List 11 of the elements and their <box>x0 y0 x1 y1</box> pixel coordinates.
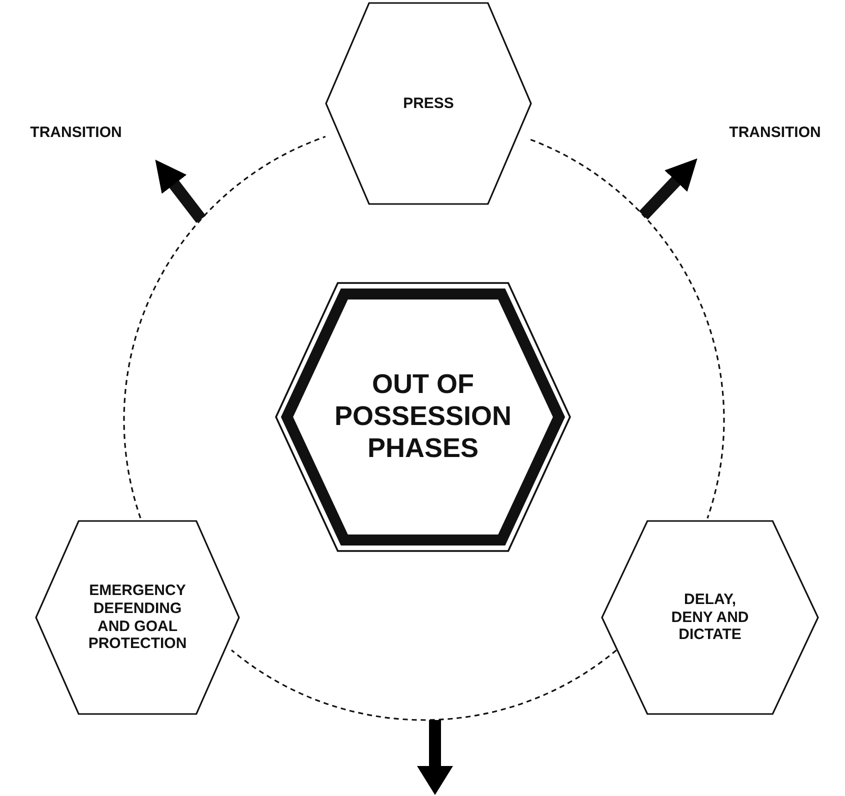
connector-arc <box>231 649 617 720</box>
connector-arc <box>530 138 724 519</box>
transition-label: TRANSITION <box>30 124 122 142</box>
phase-label: EMERGENCY DEFENDING AND GOAL PROTECTION <box>87 582 188 653</box>
transition-arrow <box>155 160 206 223</box>
center-label: OUT OF POSSESSION PHASES <box>333 369 513 465</box>
phase-label: PRESS <box>403 94 454 112</box>
transition-label: TRANSITION <box>729 124 821 142</box>
phase-label: DELAY, DENY AND DICTATE <box>670 590 750 644</box>
connector-arc <box>123 136 326 518</box>
transition-arrow <box>639 158 698 220</box>
